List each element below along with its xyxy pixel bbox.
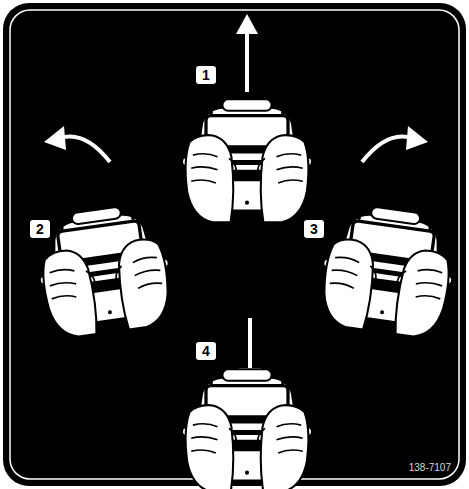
control-view-left xyxy=(31,201,176,341)
callout-number: 2 xyxy=(30,220,50,238)
callout-number: 4 xyxy=(196,342,216,360)
arrow-tilt-left xyxy=(44,126,110,162)
arrow-tilt-right xyxy=(362,126,428,162)
part-number: 138-7107 xyxy=(409,462,451,474)
control-view-forward xyxy=(182,99,312,222)
arrow-up xyxy=(236,14,258,92)
control-view-reverse xyxy=(182,369,312,489)
control-view-right xyxy=(315,201,460,341)
callout-number: 1 xyxy=(196,66,216,84)
callout-number: 3 xyxy=(304,220,324,238)
